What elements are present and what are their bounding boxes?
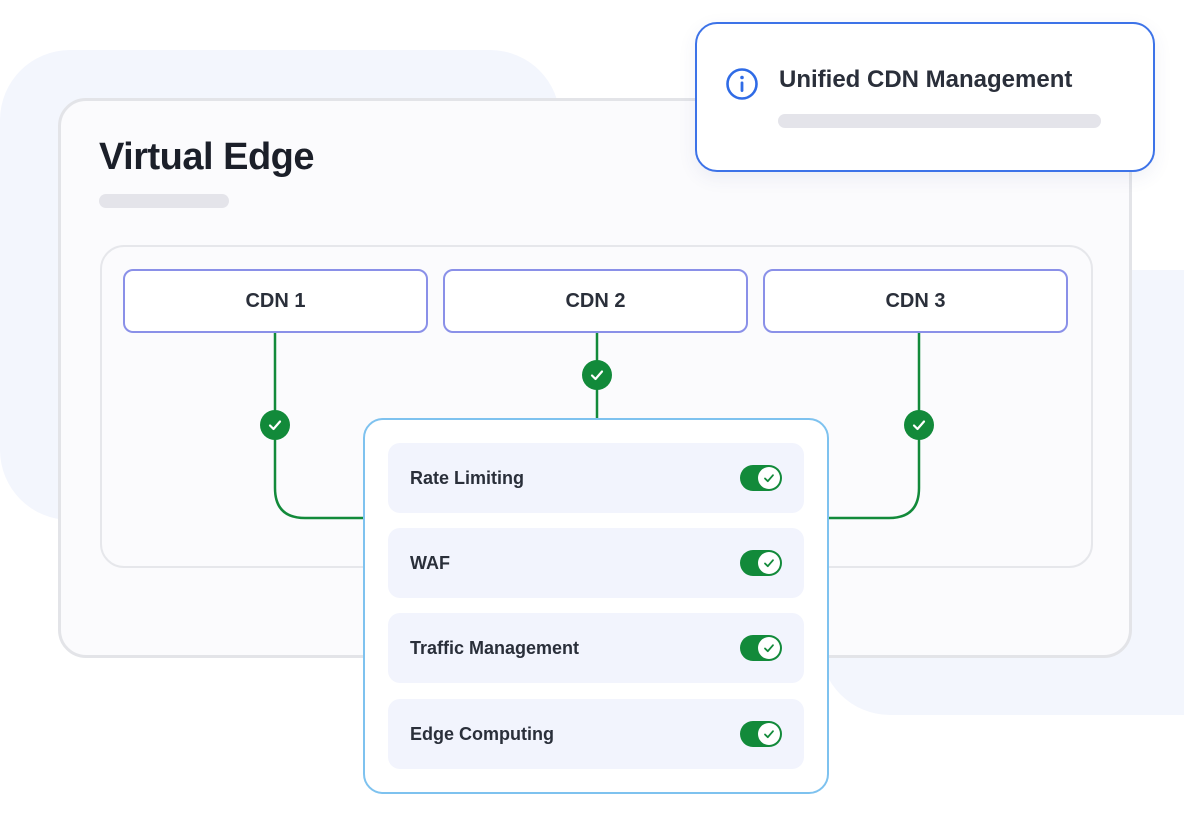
feature-label: Edge Computing — [410, 723, 554, 744]
cdn-label: CDN 3 — [885, 289, 946, 312]
waf-toggle[interactable] — [740, 550, 782, 576]
feature-row-traffic-management: Traffic Management — [388, 613, 804, 683]
check-icon — [582, 360, 612, 390]
check-icon — [758, 637, 780, 659]
check-icon — [758, 467, 780, 489]
cdn-box-2[interactable]: CDN 2 — [443, 269, 748, 333]
cdn-label: CDN 1 — [245, 289, 306, 312]
info-icon — [726, 68, 758, 100]
info-card — [695, 22, 1155, 172]
check-icon — [758, 723, 780, 745]
feature-label: Traffic Management — [410, 637, 580, 658]
check-icon — [260, 410, 290, 440]
info-card-title: Unified CDN Management — [779, 66, 1073, 93]
feature-label: WAF — [410, 552, 450, 573]
connector-cdn-3 — [829, 333, 921, 520]
check-icon — [904, 410, 934, 440]
page-title: Virtual Edge — [99, 136, 315, 178]
cdn-box-3[interactable]: CDN 3 — [763, 269, 1068, 333]
cdn-box-1[interactable]: CDN 1 — [123, 269, 428, 333]
feature-row-waf: WAF — [388, 528, 804, 598]
rate-limiting-toggle[interactable] — [740, 465, 782, 491]
feature-label: Rate Limiting — [410, 467, 525, 488]
cdn-label: CDN 2 — [565, 289, 626, 312]
check-icon — [758, 552, 780, 574]
feature-row-edge-computing: Edge Computing — [388, 699, 804, 769]
feature-row-rate-limiting: Rate Limiting — [388, 443, 804, 513]
traffic-management-toggle[interactable] — [740, 635, 782, 661]
subtitle-placeholder-bar — [99, 194, 229, 208]
edge-computing-toggle[interactable] — [740, 721, 782, 747]
info-placeholder-bar — [778, 114, 1101, 128]
connector-cdn-1 — [273, 333, 365, 520]
